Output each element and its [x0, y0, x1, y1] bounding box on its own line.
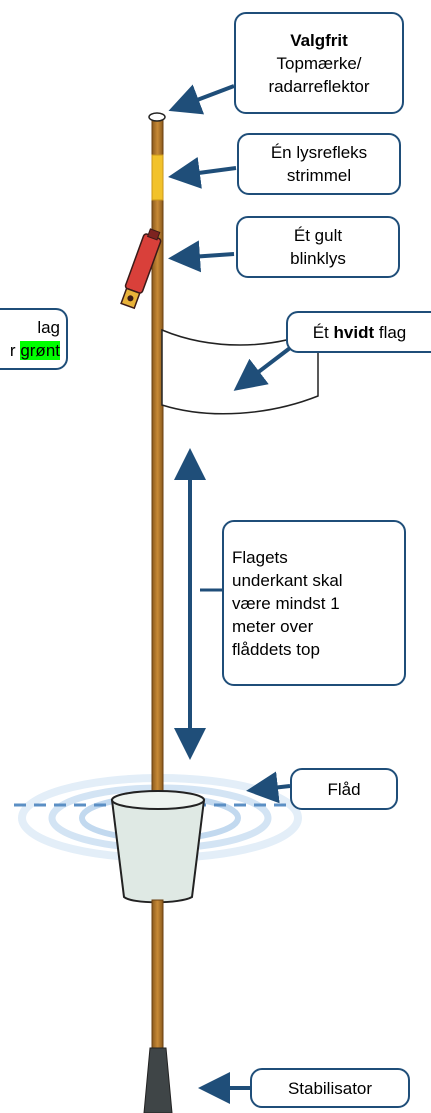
callout-light-line1: Ét gult	[293, 226, 343, 245]
arrow-topmark	[168, 84, 235, 115]
float-icon	[110, 799, 206, 904]
flag-text-bold: hvidt	[333, 322, 375, 342]
callout-strip-line1: Én lysrefleks	[270, 143, 368, 162]
stabilizer-icon	[143, 1047, 173, 1113]
callout-white-flag: Ét hvidt flag	[286, 311, 431, 353]
callout-left-flag: lag r grønt	[0, 308, 68, 370]
topmark-icon	[148, 112, 166, 122]
callout-optional-topmark: Valgfrit Topmærke/ radarreflektor	[234, 12, 404, 114]
flag-text-post: flag	[374, 322, 407, 342]
callout-reflective-strip: Én lysrefleks strimmel	[237, 133, 401, 195]
stabilizer-label: Stabilisator	[287, 1078, 373, 1098]
flag-text-pre: Ét	[312, 322, 334, 342]
arrow-strip	[168, 156, 237, 189]
height-line5: flåddets top	[232, 639, 320, 659]
left-flag-line1: lag	[37, 318, 60, 337]
callout-light-line2: blinklys	[290, 249, 346, 268]
height-line4: meter over	[232, 616, 314, 636]
height-line2: underkant skal	[232, 570, 343, 590]
arrow-float	[246, 771, 291, 804]
callout-flag-height: Flagets underkant skal være mindst 1 met…	[222, 520, 406, 686]
reflector-strip-icon	[151, 154, 164, 201]
left-flag-highlight: grønt	[20, 341, 60, 360]
callout-optional-line3: radarreflektor	[268, 76, 370, 96]
callout-yellow-light: Ét gult blinklys	[236, 216, 400, 278]
float-label: Flåd	[327, 779, 361, 799]
callout-optional-line2: Topmærke/	[276, 53, 362, 73]
callout-white-flag-text: Ét hvidt flag	[313, 321, 407, 344]
callout-float: Flåd	[290, 768, 398, 810]
callout-optional-title: Valgfrit	[290, 30, 348, 50]
left-flag-line2: r grønt	[10, 339, 60, 362]
blinker-icon	[120, 228, 162, 310]
left-flag-line2-pre: r	[9, 341, 21, 360]
callout-strip-line2: strimmel	[286, 166, 352, 185]
arrow-light	[168, 240, 235, 273]
arrow-flag	[233, 346, 292, 391]
height-line1: Flagets	[232, 547, 288, 567]
height-line3: være mindst 1	[232, 593, 340, 613]
callout-stabilizer: Stabilisator	[250, 1068, 410, 1108]
